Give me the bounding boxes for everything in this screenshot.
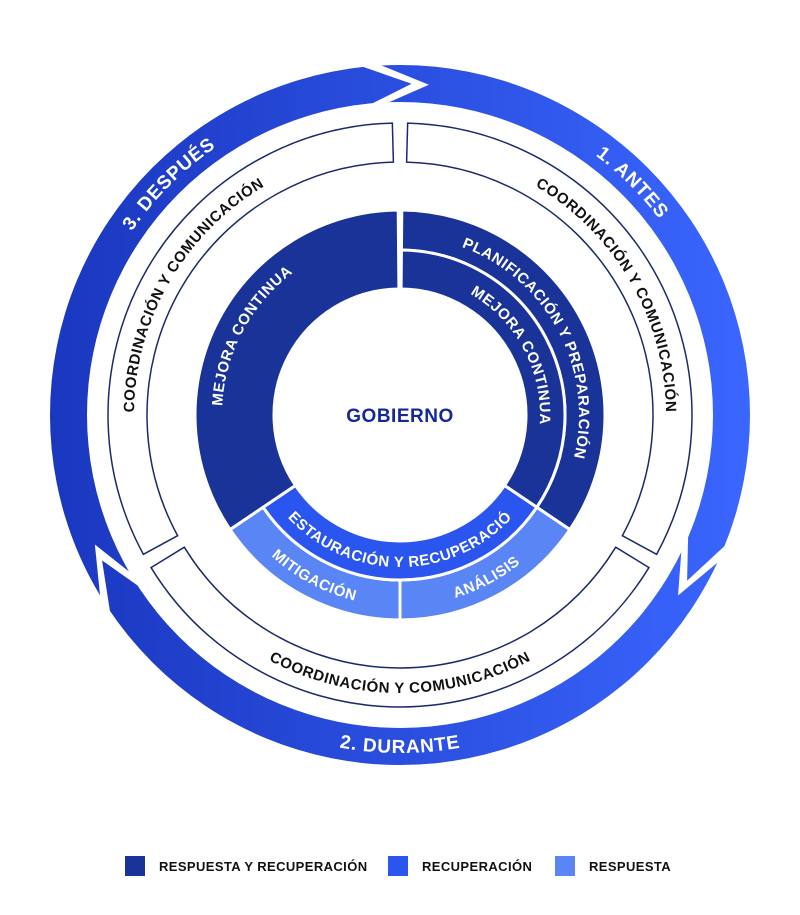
legend-swatch — [388, 856, 408, 876]
legend-label: RESPUESTA — [589, 858, 672, 874]
arrow-notch-despues — [94, 544, 152, 625]
segment-coordinacion-despues — [107, 122, 395, 556]
legend: RESPUESTA Y RECUPERACIÓN RECUPERACIÓN RE… — [0, 856, 800, 880]
segment-mejora-continua-despues — [193, 208, 401, 532]
arrow-notch-durante — [678, 520, 735, 596]
segment-restauracion — [261, 483, 539, 582]
center-label: GOBIERNO — [346, 406, 453, 427]
legend-label: RESPUESTA Y RECUPERACIÓN — [159, 858, 368, 874]
legend-label: RECUPERACIÓN — [422, 858, 533, 874]
center-circle — [275, 290, 525, 540]
legend-item-respuesta: RESPUESTA — [555, 856, 671, 876]
legend-item-respuesta-recuperacion: RESPUESTA Y RECUPERACIÓN — [125, 856, 368, 876]
segment-coordinacion-durante — [149, 546, 651, 708]
legend-swatch — [555, 856, 575, 876]
legend-swatch — [125, 856, 145, 876]
arrow-notch-antes — [350, 60, 429, 111]
legend-item-recuperacion: RECUPERACIÓN — [388, 856, 532, 876]
segment-coordinacion-antes — [405, 122, 693, 556]
